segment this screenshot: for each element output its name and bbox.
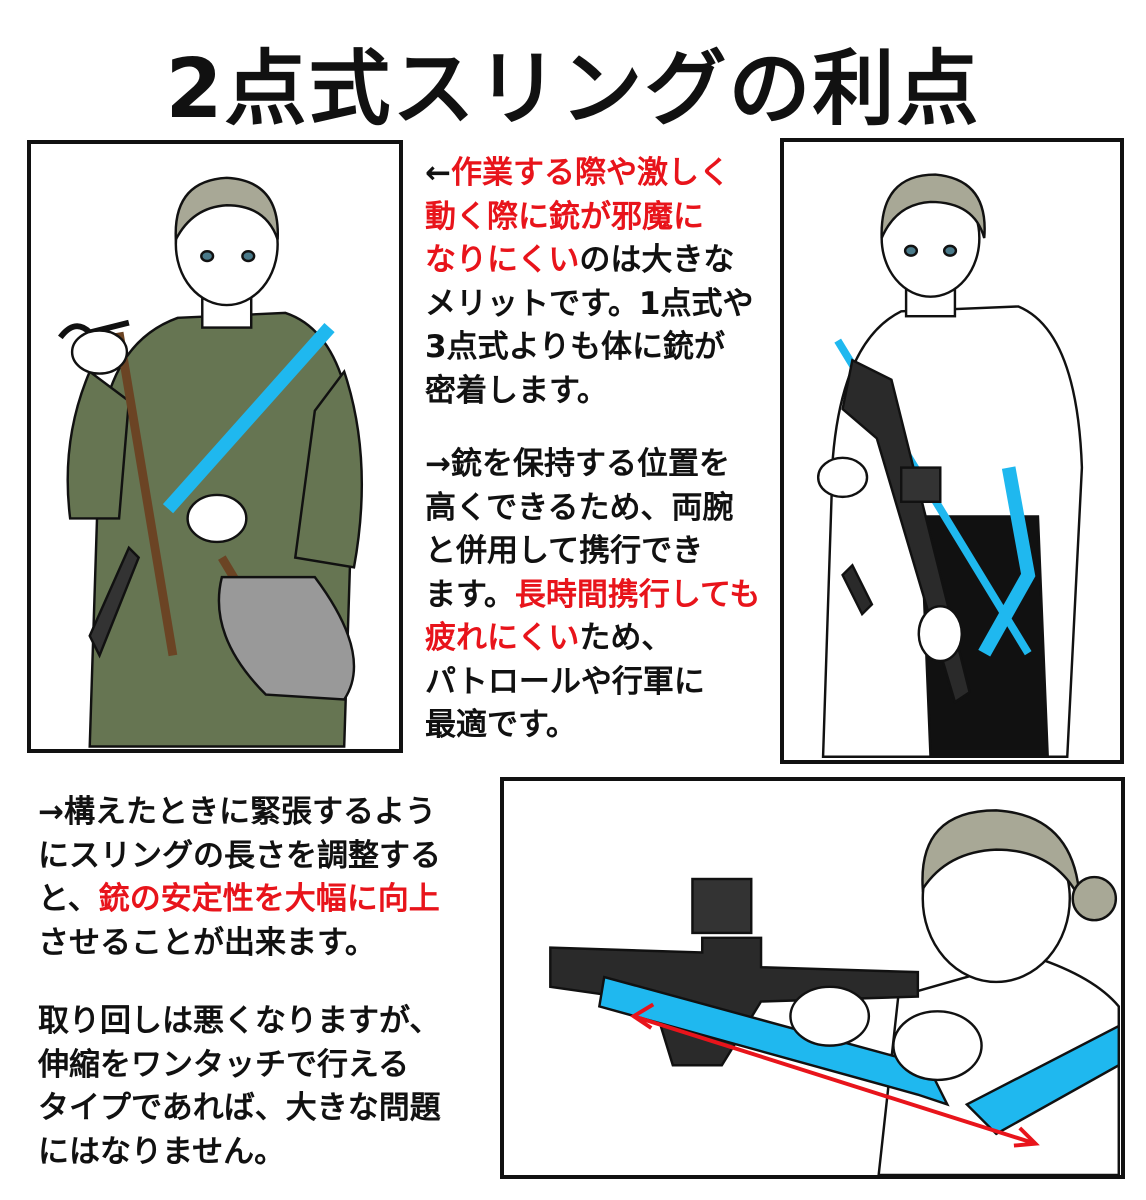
text-line: にはなりません。 xyxy=(38,1131,441,1175)
illustration-rifle-carry xyxy=(780,138,1124,764)
text-line: 取り回しは悪くなりますが、 xyxy=(38,1000,441,1044)
body-text: にスリングの長さを調整する xyxy=(38,837,441,874)
text-line: 動く際に銃が邪魔に xyxy=(425,196,753,240)
text-line: 3点式よりも体に銃が xyxy=(425,326,753,370)
text-line: →銃を保持する位置を xyxy=(425,443,760,487)
highlight-text: 動く際に銃が邪魔に xyxy=(425,198,704,235)
body-text: 最適です。 xyxy=(425,707,577,743)
body-text: させることが出来ます。 xyxy=(38,924,376,961)
text-line: 疲れにくいため、 xyxy=(425,617,760,661)
illustration-rifle-aiming xyxy=(500,777,1125,1179)
body-text: ため、 xyxy=(579,620,673,656)
highlight-text: なりにくい xyxy=(425,242,580,278)
highlight-text: 作業する際や激しく xyxy=(450,155,730,191)
text-line: と併用して携行でき xyxy=(425,530,760,574)
text-line: にスリングの長さを調整する xyxy=(38,835,441,879)
text-line: ←作業する際や激しく xyxy=(425,152,753,196)
text-line: 密着します。 xyxy=(425,370,753,414)
text-block-work: ←作業する際や激しく動く際に銃が邪魔になりにくいのは大きなメリットです。1点式や… xyxy=(425,152,753,413)
text-line: パトロールや行軍に xyxy=(425,661,760,705)
body-text: と併用して携行でき xyxy=(425,533,704,569)
page-title: 2点式スリングの利点 xyxy=(165,42,981,137)
text-line: 最適です。 xyxy=(425,704,760,748)
text-line: なりにくいのは大きな xyxy=(425,239,753,283)
body-text: パトロールや行軍に xyxy=(425,663,705,700)
body-text: 取り回しは悪くなりますが、 xyxy=(38,1003,441,1039)
body-text: にはなりません。 xyxy=(38,1133,286,1170)
text-block-stability: →構えたときに緊張するようにスリングの長さを調整すると、銃の安定性を大幅に向上さ… xyxy=(38,791,441,965)
text-line: ます。長時間携行しても xyxy=(425,574,760,618)
text-line: 伸縮をワンタッチで行える xyxy=(38,1044,441,1088)
body-text: →構えたときに緊張するよう xyxy=(38,794,436,830)
text-block-carry: →銃を保持する位置を高くできるため、両腕と併用して携行できます。長時間携行しても… xyxy=(425,443,760,748)
body-text: 3点式よりも体に銃が xyxy=(425,329,725,365)
tension-arrow xyxy=(629,1002,1040,1148)
text-line: タイプであれば、大きな問題 xyxy=(38,1087,441,1131)
highlight-text: 銃の安定性を大幅に向上 xyxy=(98,881,440,917)
highlight-text: 疲れにくい xyxy=(425,620,580,656)
text-line: →構えたときに緊張するよう xyxy=(38,791,441,835)
body-text: 密着します。 xyxy=(425,372,608,409)
text-line: メリットです。1点式や xyxy=(425,283,753,327)
body-text: 伸縮をワンタッチで行える xyxy=(38,1046,410,1083)
highlight-text: 長時間携行しても xyxy=(514,576,761,613)
body-text: →銃を保持する位置を xyxy=(425,446,730,482)
body-text: 高くできるため、両腕 xyxy=(425,489,734,526)
body-text: タイプであれば、大きな問題 xyxy=(38,1090,441,1126)
illustration-soldier-shovel xyxy=(27,140,403,753)
body-text: と、 xyxy=(38,881,99,917)
text-line: と、銃の安定性を大幅に向上 xyxy=(38,878,441,922)
body-text: ます。 xyxy=(425,576,515,613)
body-text: のは大きな xyxy=(579,242,735,278)
text-line: 高くできるため、両腕 xyxy=(425,487,760,531)
text-line: させることが出来ます。 xyxy=(38,922,441,966)
text-block-handling: 取り回しは悪くなりますが、伸縮をワンタッチで行えるタイプであれば、大きな問題には… xyxy=(38,1000,441,1174)
body-text: ← xyxy=(425,155,451,191)
body-text: メリットです。1点式や xyxy=(425,285,754,322)
